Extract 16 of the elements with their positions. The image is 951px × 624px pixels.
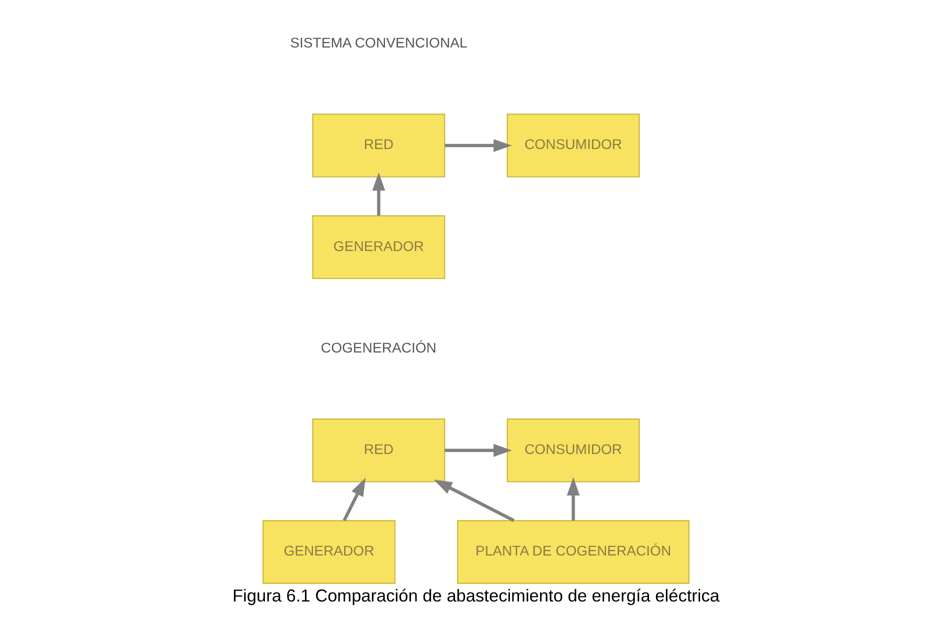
node-box: RED: [312, 418, 445, 482]
node-box: GENERADOR: [312, 215, 445, 280]
arrow: [342, 478, 366, 522]
node-box: PLANTA DE COGENERACIÓN: [456, 520, 690, 584]
caption: Figura 6.1 Comparación de abastecimiento de energía eléctrica: [232, 586, 720, 606]
label: SISTEMA CONVENCIONAL: [290, 34, 467, 51]
arrow: [433, 480, 514, 522]
arrow: [444, 139, 512, 152]
node-box: RED: [312, 114, 445, 178]
arrow: [444, 444, 512, 457]
arrow: [566, 477, 580, 521]
node-box: GENERADOR: [262, 520, 395, 584]
node-box: CONSUMIDOR: [506, 418, 640, 482]
node-box: CONSUMIDOR: [506, 114, 640, 178]
label: COGENERACIÓN: [320, 339, 436, 356]
arrow: [372, 172, 385, 216]
